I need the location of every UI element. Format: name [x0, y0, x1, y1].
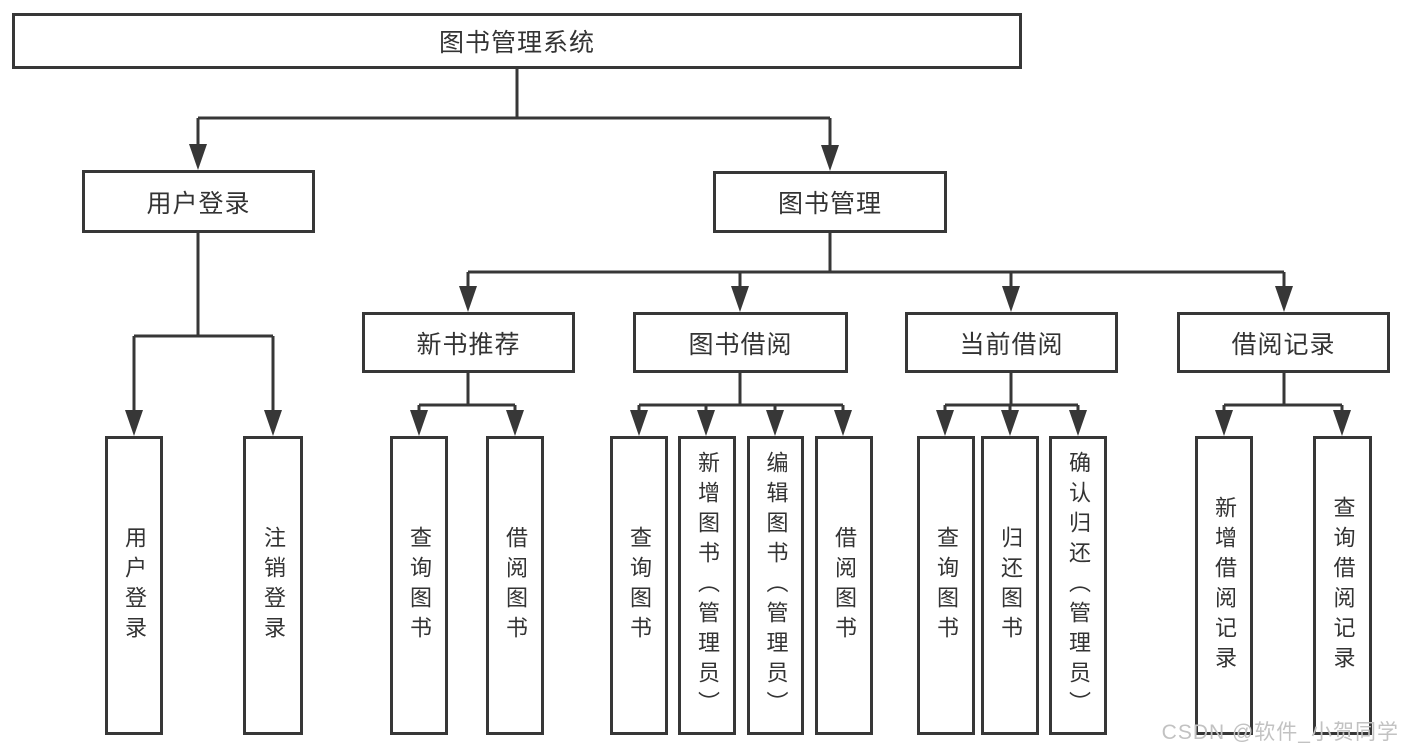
leaf-query-borrow-record: 查询借阅记录	[1313, 436, 1372, 735]
leaf-borrow-books-recommend: 借阅图书	[486, 436, 544, 735]
node-book-borrowing: 图书借阅	[633, 312, 848, 373]
leaf-return-books: 归还图书	[981, 436, 1039, 735]
leaf-confirm-return-admin: 确认归还（管理员）	[1049, 436, 1107, 735]
leaf-edit-books-admin: 编辑图书（管理员）	[747, 436, 804, 735]
node-book-management: 图书管理	[713, 171, 947, 233]
leaf-user-login: 用户登录	[105, 436, 163, 735]
node-user-login: 用户登录	[82, 170, 315, 233]
node-current-borrowing: 当前借阅	[905, 312, 1118, 373]
leaf-query-books-borrow: 查询图书	[610, 436, 668, 735]
leaf-query-books-current: 查询图书	[917, 436, 975, 735]
node-borrowing-records: 借阅记录	[1177, 312, 1390, 373]
leaf-logout-login: 注销登录	[243, 436, 303, 735]
watermark: CSDN @软件_小贺同学	[1161, 721, 1399, 744]
node-library-management-system: 图书管理系统	[12, 13, 1022, 69]
leaf-add-books-admin: 新增图书（管理员）	[678, 436, 736, 735]
leaf-query-books-recommend: 查询图书	[390, 436, 448, 735]
leaf-borrow-books-borrow: 借阅图书	[815, 436, 873, 735]
node-new-book-recommendation: 新书推荐	[362, 312, 575, 373]
leaf-add-borrow-record: 新增借阅记录	[1195, 436, 1253, 735]
